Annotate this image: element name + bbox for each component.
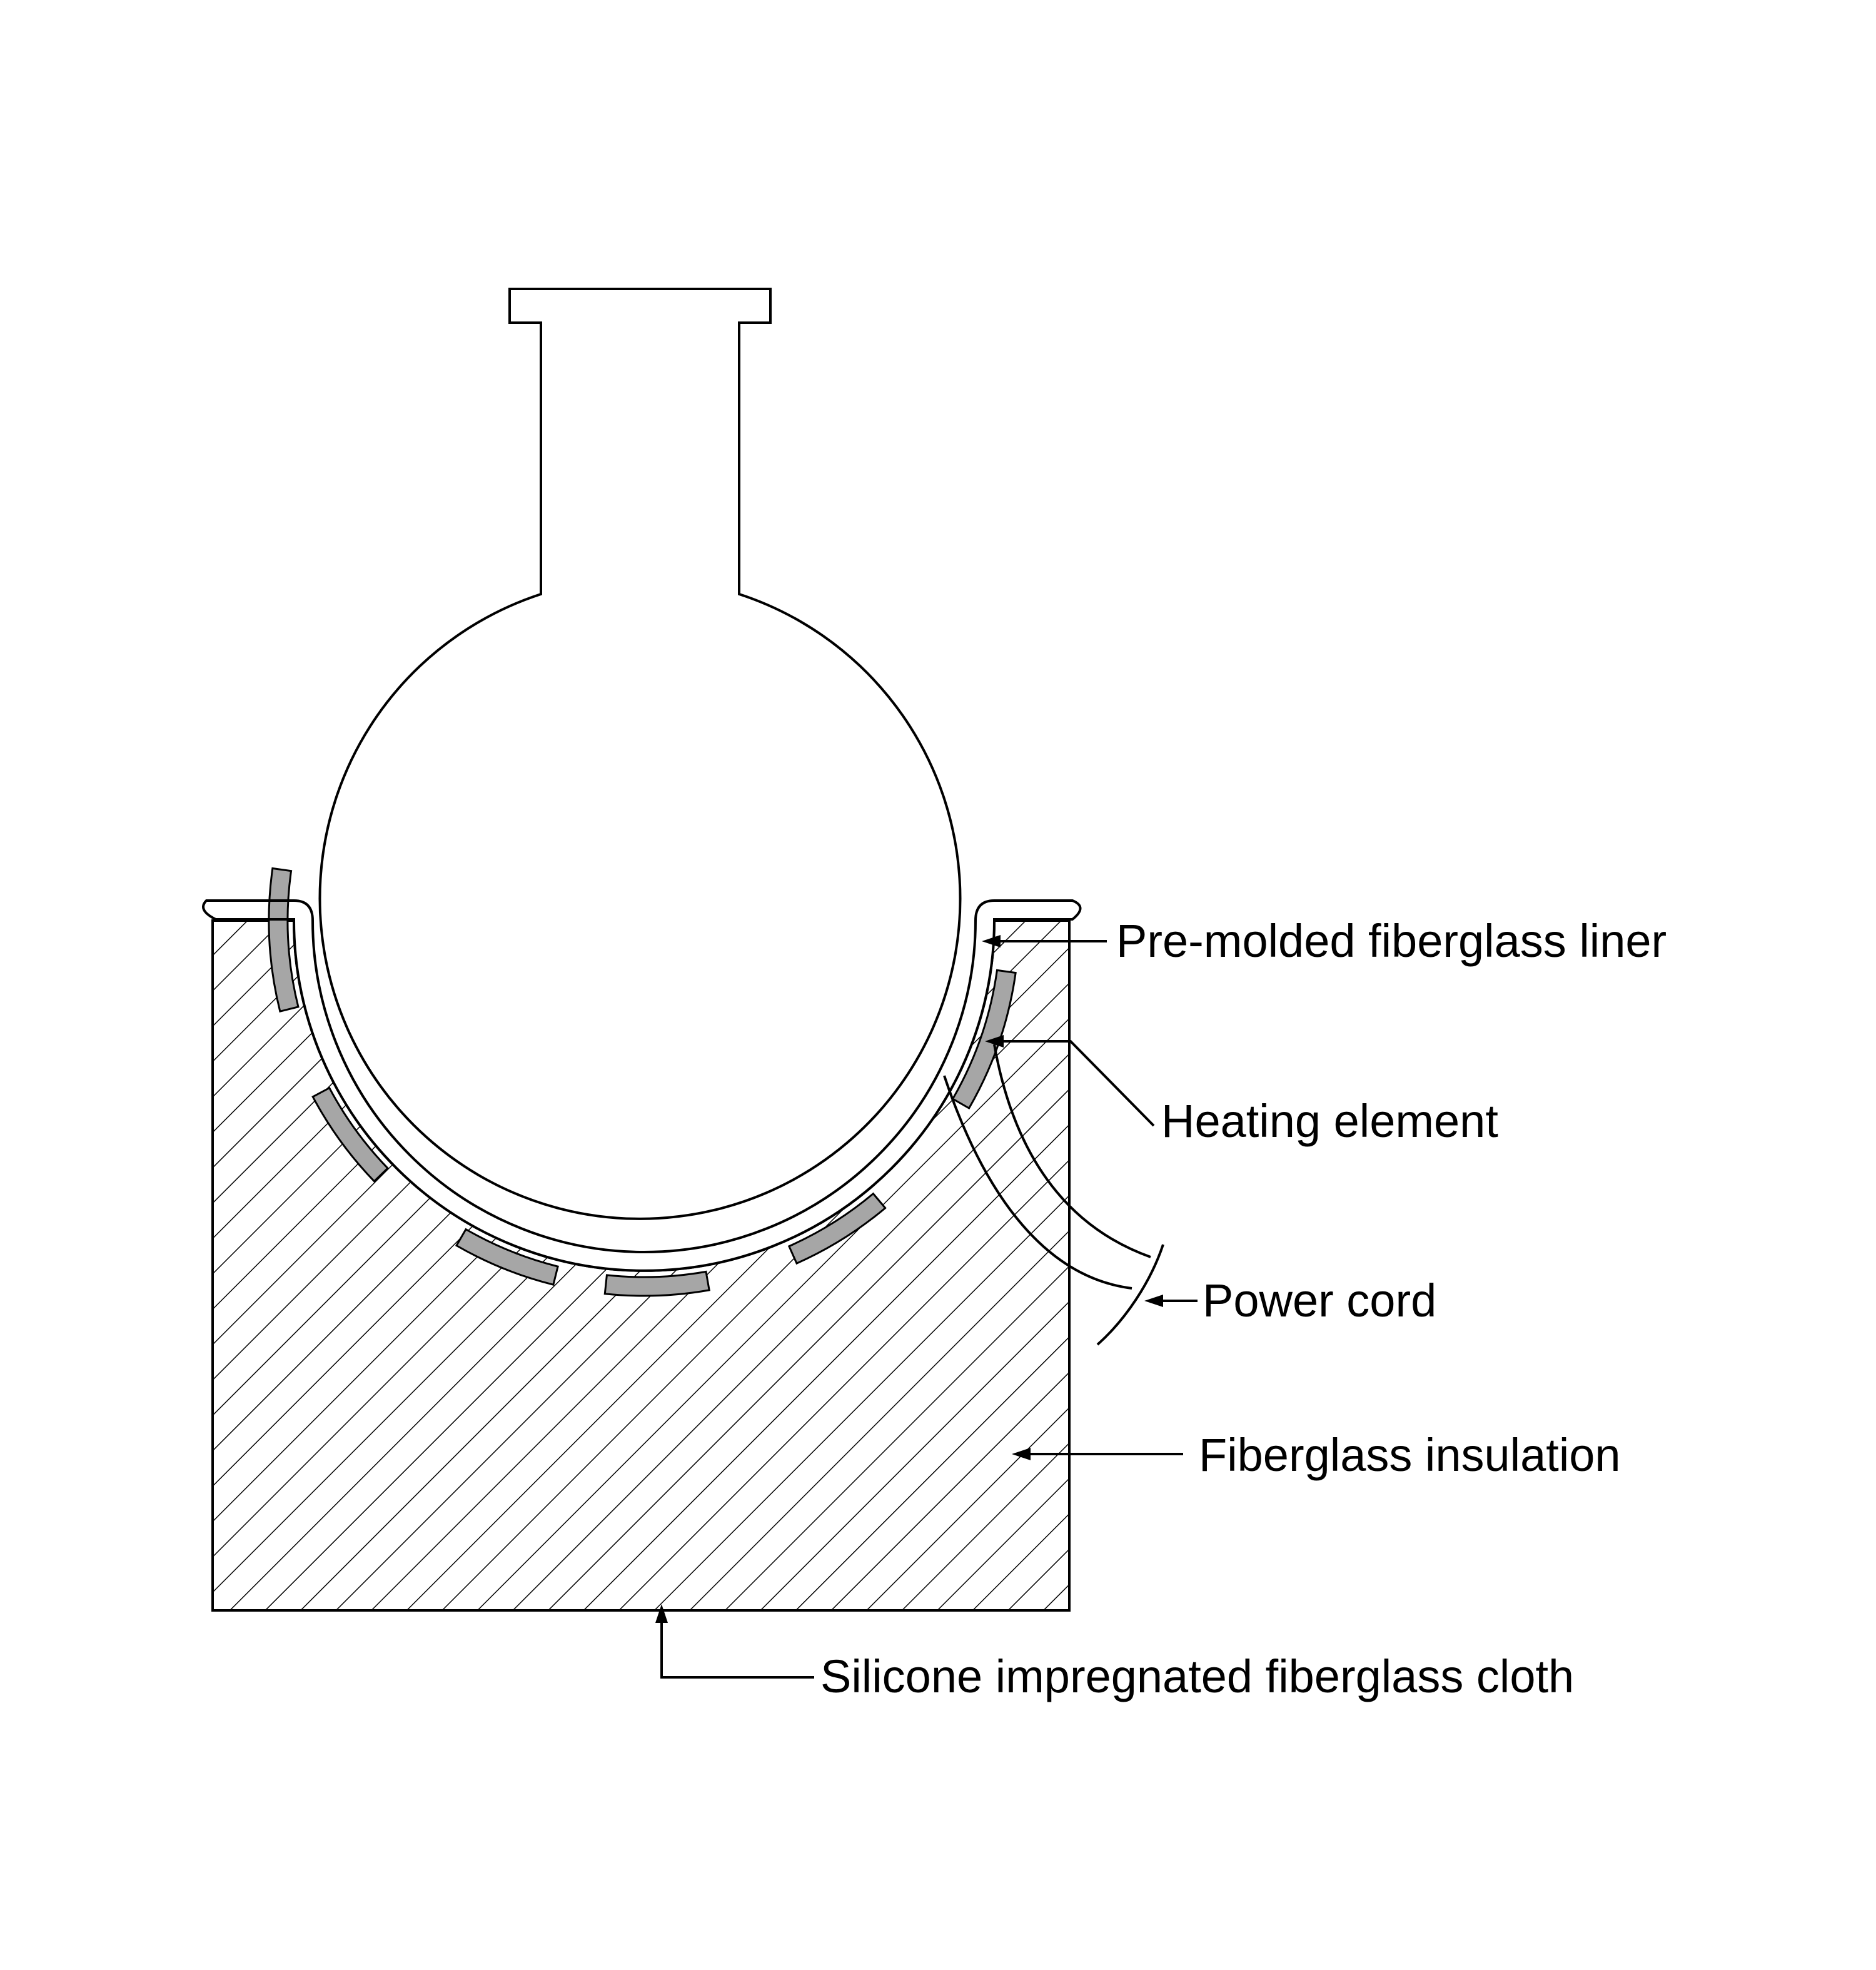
- power-cord-leader: [1144, 1295, 1198, 1307]
- heating-element-segment-6: [268, 867, 300, 1013]
- leader-lines: [655, 935, 1198, 1679]
- heating-element-group: [268, 867, 1017, 1297]
- heating-element-segment-1: [951, 969, 1017, 1110]
- cloth-leader: [655, 1604, 814, 1679]
- power-cord-label: Power cord: [1203, 1275, 1436, 1326]
- heating-element-segment-2: [787, 1192, 887, 1265]
- heating-element-segment-5: [311, 1086, 390, 1183]
- heating-element-segment-4: [455, 1228, 559, 1286]
- cloth-label: Silicone impregnated fiberglass cloth: [820, 1650, 1574, 1702]
- round-bottom-flask: [318, 288, 962, 1220]
- liner-label: Pre-molded fiberglass liner: [1116, 915, 1667, 967]
- heating-element-label: Heating element: [1161, 1095, 1498, 1147]
- insulation-label: Fiberglass insulation: [1199, 1429, 1621, 1481]
- heating-element-segment-3: [603, 1270, 710, 1297]
- power-cord: [943, 1044, 1164, 1346]
- liner-leader: [982, 935, 1107, 947]
- fiberglass-liner: [202, 899, 1082, 1272]
- insulation-leader: [1012, 1448, 1183, 1460]
- heating-element-leader: [985, 1035, 1155, 1127]
